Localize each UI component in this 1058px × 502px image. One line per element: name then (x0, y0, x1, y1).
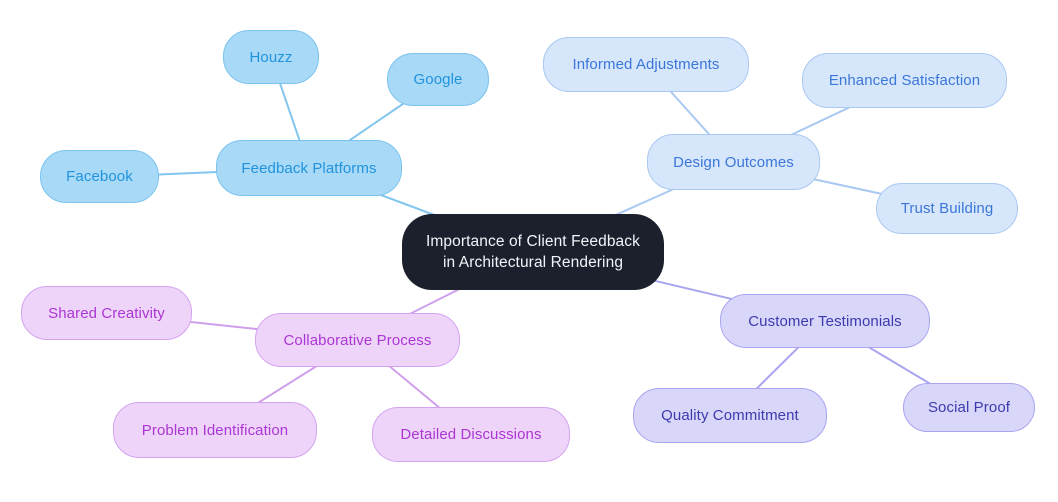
node-detailed-discussions-label: Detailed Discussions (400, 426, 542, 443)
node-informed-adjustments[interactable]: Informed Adjustments (543, 37, 749, 92)
node-problem-identification[interactable]: Problem Identification (113, 402, 317, 458)
node-problem-identification-label: Problem Identification (141, 421, 289, 439)
node-facebook[interactable]: Facebook (40, 150, 159, 203)
node-shared-creativity-label: Shared Creativity (48, 304, 165, 322)
node-feedback-platforms[interactable]: Feedback Platforms (216, 140, 402, 196)
node-facebook-label: Facebook (66, 168, 133, 185)
node-enhanced-satisfaction[interactable]: Enhanced Satisfaction (802, 53, 1007, 108)
node-google[interactable]: Google (387, 53, 489, 106)
node-enhanced-satisfaction-label: Enhanced Satisfaction (828, 72, 981, 89)
node-customer-testimonials-label: Customer Testimonials (748, 312, 902, 330)
node-social-proof[interactable]: Social Proof (903, 383, 1035, 432)
node-detailed-discussions[interactable]: Detailed Discussions (372, 407, 570, 462)
node-google-label: Google (413, 71, 463, 88)
node-feedback-platforms-label: Feedback Platforms (241, 159, 377, 177)
root-node-label-line2: in Architectural Rendering (442, 254, 624, 271)
root-node-label-line1: Importance of Client Feedback (426, 232, 640, 250)
node-design-outcomes[interactable]: Design Outcomes (647, 134, 820, 190)
node-social-proof-label: Social Proof (927, 399, 1011, 416)
node-trust-building[interactable]: Trust Building (876, 183, 1018, 234)
node-shared-creativity[interactable]: Shared Creativity (21, 286, 192, 340)
node-houzz[interactable]: Houzz (223, 30, 319, 84)
node-customer-testimonials[interactable]: Customer Testimonials (720, 294, 930, 348)
node-collaborative-process[interactable]: Collaborative Process (255, 313, 460, 367)
root-node[interactable]: Importance of Client Feedback in Archite… (402, 214, 664, 290)
node-quality-commitment-label: Quality Commitment (661, 407, 799, 424)
node-houzz-label: Houzz (249, 48, 293, 66)
node-trust-building-label: Trust Building (900, 200, 994, 217)
node-collaborative-process-label: Collaborative Process (283, 331, 432, 349)
node-design-outcomes-label: Design Outcomes (673, 153, 794, 171)
node-quality-commitment[interactable]: Quality Commitment (633, 388, 827, 443)
node-informed-adjustments-label: Informed Adjustments (572, 56, 720, 73)
